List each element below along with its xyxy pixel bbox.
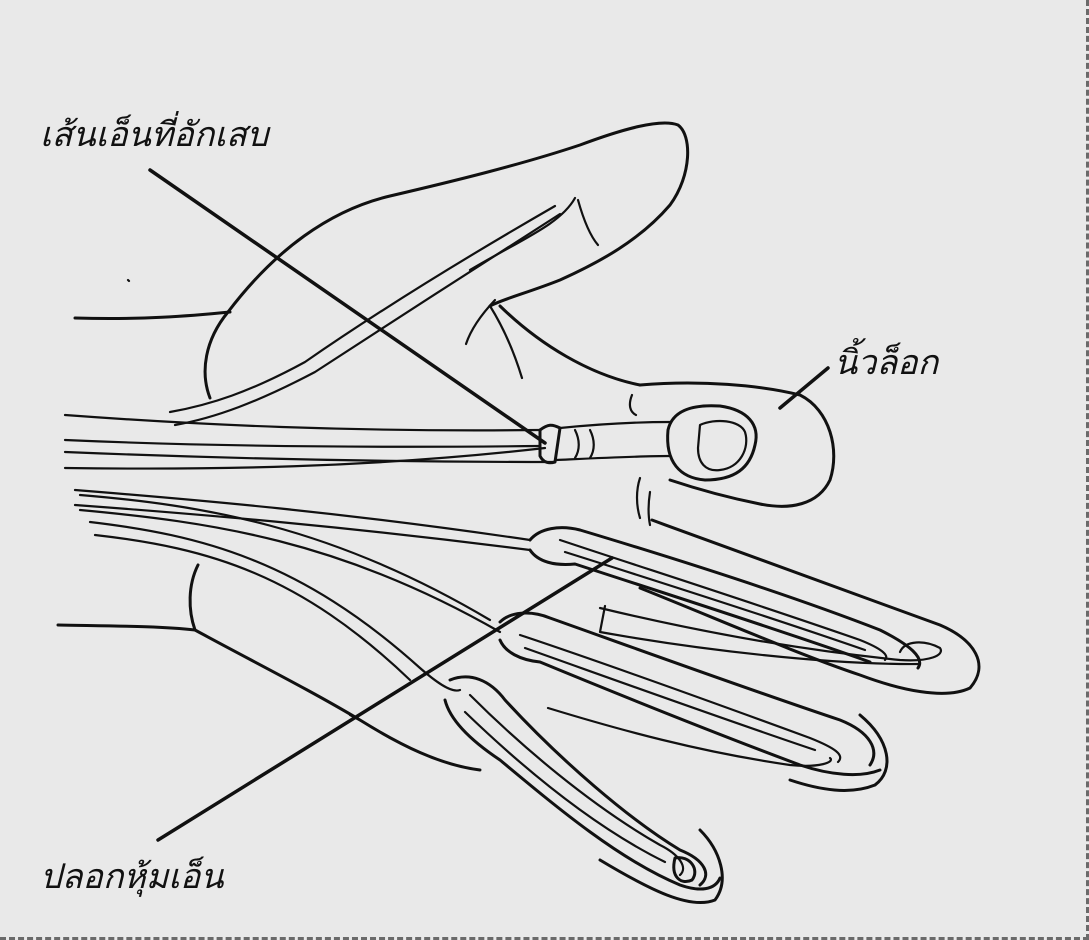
leader-locked-finger [778, 366, 830, 410]
label-inflamed-tendon: เส้นเอ็นที่อักเสบ [40, 115, 269, 155]
label-tendon-sheath: ปลอกหุ้มเอ็น [40, 857, 224, 897]
index-finger-locked [498, 304, 836, 527]
middle-finger [73, 488, 981, 695]
tendons [63, 413, 672, 470]
label-locked-finger: นิ้วล็อก [834, 343, 939, 383]
leader-inflamed-tendon [148, 168, 547, 445]
leader-tendon-sheath [156, 556, 614, 842]
little-finger [88, 520, 724, 905]
thumb [73, 121, 690, 427]
ring-finger [78, 493, 889, 792]
